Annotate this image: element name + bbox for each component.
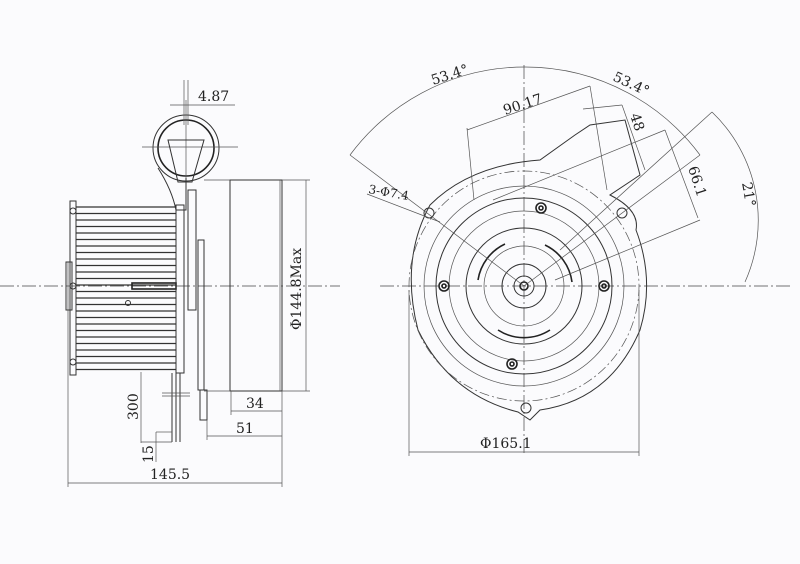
dim-outlet-height-label: 48 xyxy=(626,111,647,133)
dim-outlet-angle-label: 21° xyxy=(738,181,758,208)
dim-housing-diameter: Φ144.8Max xyxy=(282,179,310,392)
motor-housing xyxy=(229,179,283,392)
dim-51: 51 xyxy=(206,420,282,440)
dim-outlet-offset-label: 66.1 xyxy=(684,164,709,199)
dim-angle-right-label: 53.4° xyxy=(610,69,651,100)
dim-outlet-offset-label: 4.87 xyxy=(198,89,229,105)
dim-outlet-width-label: 90.17 xyxy=(501,91,544,119)
dim-mount-holes-label: 3-Φ7.4 xyxy=(367,182,410,203)
outlet-ring xyxy=(142,100,238,211)
side-view: 4.87 Φ144.8Max 34 51 145.5 300 xyxy=(0,80,340,487)
dim-mount-holes: 3-Φ7.4 xyxy=(366,182,441,223)
dim-34-label: 34 xyxy=(246,396,264,412)
scroll-housing xyxy=(410,119,648,421)
dim-outer-diameter-label: Φ165.1 xyxy=(480,436,532,452)
dim-145-5: 145.5 xyxy=(67,262,282,487)
dim-15: 15 xyxy=(141,431,172,463)
screws xyxy=(438,202,610,370)
dim-21: 21° xyxy=(559,111,759,283)
front-view: 53.4° 53.4° 90.17 48 66.1 21° 3-Φ7.4 xyxy=(349,62,790,456)
dim-48: 48 xyxy=(582,104,647,171)
mount-holes xyxy=(423,207,628,414)
dim-angle-left-label: 53.4° xyxy=(429,62,470,89)
dim-4-87: 4.87 xyxy=(170,80,235,125)
dim-34: 34 xyxy=(230,391,282,415)
dim-lead-strip-label: 15 xyxy=(141,445,157,463)
dim-lead-length-label: 300 xyxy=(126,393,142,420)
dim-90-17: 90.17 xyxy=(466,85,608,201)
dim-51-label: 51 xyxy=(236,421,254,437)
dim-300: 300 xyxy=(126,372,172,443)
end-plate xyxy=(69,200,77,376)
dim-housing-diameter-label: Φ144.8Max xyxy=(289,248,305,330)
terminal-block xyxy=(199,389,208,421)
dim-overall-length-label: 145.5 xyxy=(150,467,190,483)
dim-165-1: Φ165.1 xyxy=(408,290,640,456)
